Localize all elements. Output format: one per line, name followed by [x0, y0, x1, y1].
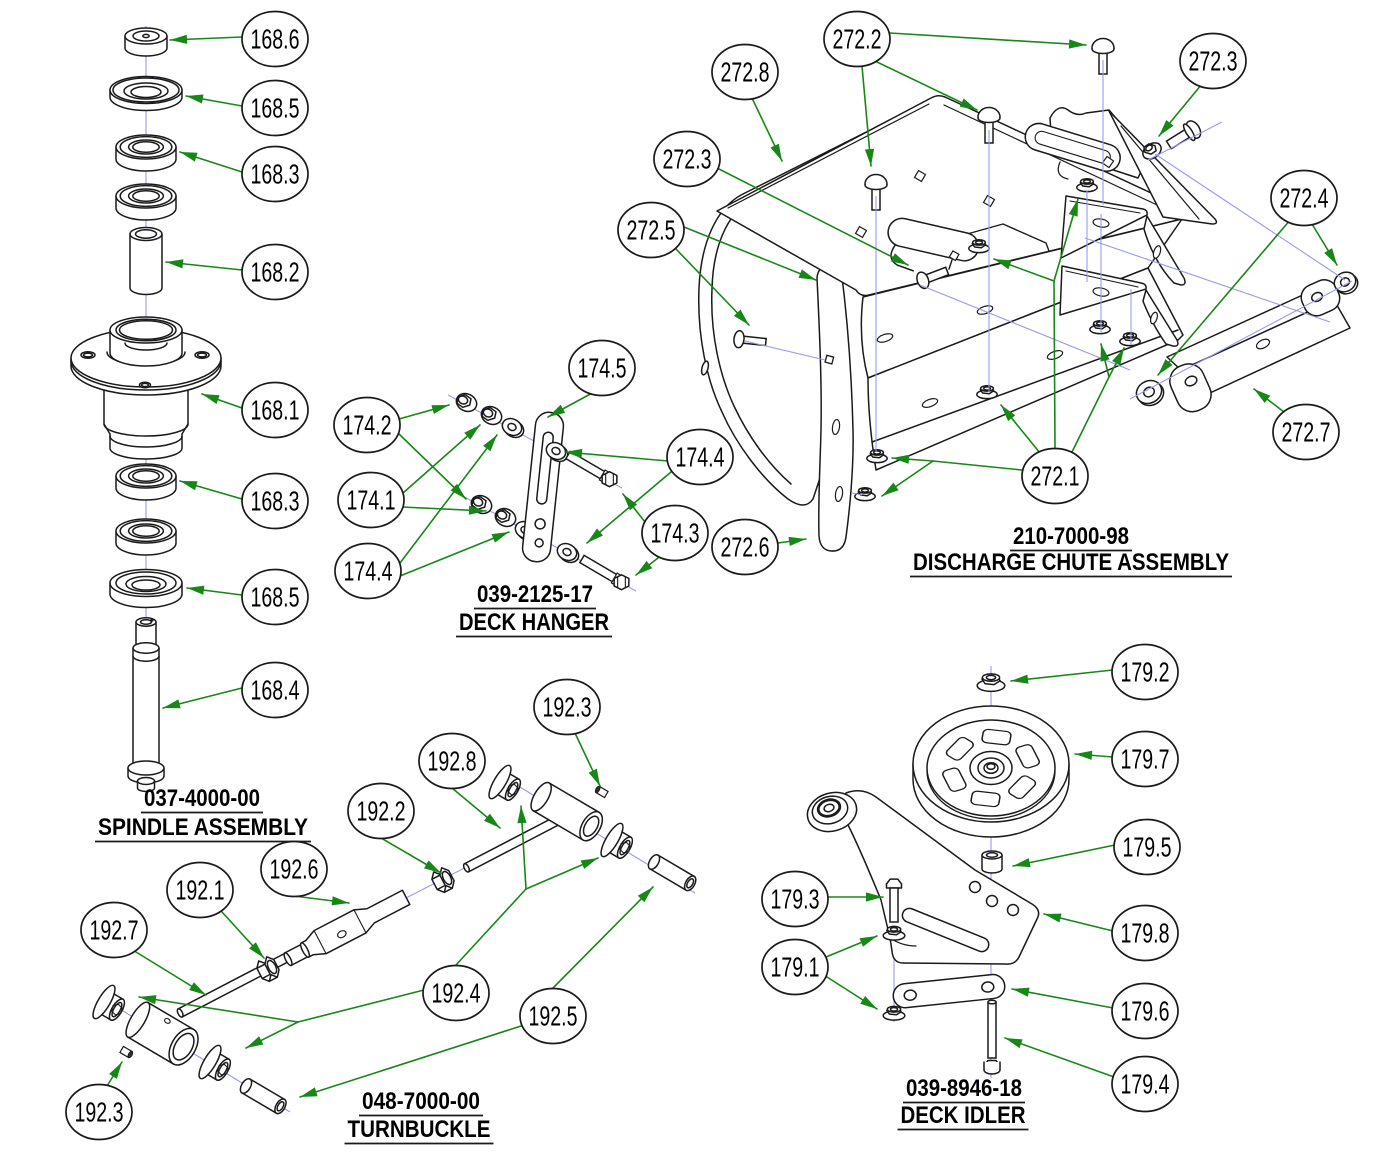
- svg-text:179.2: 179.2: [1121, 657, 1170, 688]
- svg-text:272.3: 272.3: [1189, 46, 1238, 77]
- svg-text:272.8: 272.8: [721, 57, 770, 88]
- svg-text:168.4: 168.4: [251, 675, 300, 706]
- svg-text:179.7: 179.7: [1121, 744, 1170, 775]
- svg-text:210-7000-98: 210-7000-98: [1013, 523, 1129, 550]
- svg-text:192.8: 192.8: [428, 746, 477, 777]
- svg-text:SPINDLE ASSEMBLY: SPINDLE ASSEMBLY: [98, 814, 308, 841]
- svg-text:192.5: 192.5: [529, 1001, 578, 1032]
- svg-text:TURNBUCKLE: TURNBUCKLE: [348, 1116, 491, 1143]
- svg-text:039-2125-17: 039-2125-17: [477, 581, 593, 608]
- svg-text:179.5: 179.5: [1123, 832, 1172, 863]
- svg-text:192.2: 192.2: [357, 796, 406, 827]
- svg-text:272.2: 272.2: [833, 24, 882, 55]
- svg-text:DISCHARGE CHUTE ASSEMBLY: DISCHARGE CHUTE ASSEMBLY: [913, 549, 1229, 576]
- svg-text:174.3: 174.3: [651, 518, 700, 549]
- svg-text:174.5: 174.5: [578, 353, 627, 384]
- svg-text:179.8: 179.8: [1121, 918, 1170, 949]
- svg-text:168.5: 168.5: [251, 582, 300, 613]
- svg-text:168.1: 168.1: [251, 395, 300, 426]
- svg-text:179.1: 179.1: [771, 952, 820, 983]
- svg-text:039-8946-18: 039-8946-18: [906, 1075, 1022, 1102]
- svg-text:DECK IDLER: DECK IDLER: [901, 1102, 1026, 1129]
- svg-text:179.3: 179.3: [771, 884, 820, 915]
- svg-text:DECK HANGER: DECK HANGER: [459, 609, 609, 636]
- svg-text:048-7000-00: 048-7000-00: [362, 1088, 480, 1115]
- svg-text:174.2: 174.2: [343, 410, 392, 441]
- svg-text:168.6: 168.6: [251, 24, 300, 55]
- svg-text:168.5: 168.5: [251, 93, 300, 124]
- svg-text:174.4: 174.4: [344, 556, 393, 587]
- svg-text:192.6: 192.6: [270, 854, 319, 885]
- svg-text:272.3: 272.3: [663, 144, 712, 175]
- svg-text:192.3: 192.3: [75, 1097, 124, 1128]
- svg-text:174.4: 174.4: [676, 442, 725, 473]
- svg-text:037-4000-00: 037-4000-00: [144, 785, 260, 812]
- svg-text:168.3: 168.3: [251, 486, 300, 517]
- svg-text:192.4: 192.4: [432, 978, 481, 1009]
- svg-text:174.1: 174.1: [347, 485, 396, 516]
- svg-text:192.1: 192.1: [176, 875, 225, 906]
- svg-text:272.5: 272.5: [627, 215, 676, 246]
- svg-text:272.7: 272.7: [1282, 417, 1331, 448]
- svg-text:179.6: 179.6: [1121, 996, 1170, 1027]
- svg-text:272.1: 272.1: [1031, 461, 1080, 492]
- svg-text:272.6: 272.6: [721, 532, 770, 563]
- svg-text:168.2: 168.2: [251, 257, 300, 288]
- svg-text:179.4: 179.4: [1121, 1069, 1170, 1100]
- svg-text:272.4: 272.4: [1280, 183, 1329, 214]
- svg-text:192.7: 192.7: [90, 915, 139, 946]
- svg-text:192.3: 192.3: [543, 692, 592, 723]
- svg-text:168.3: 168.3: [251, 159, 300, 190]
